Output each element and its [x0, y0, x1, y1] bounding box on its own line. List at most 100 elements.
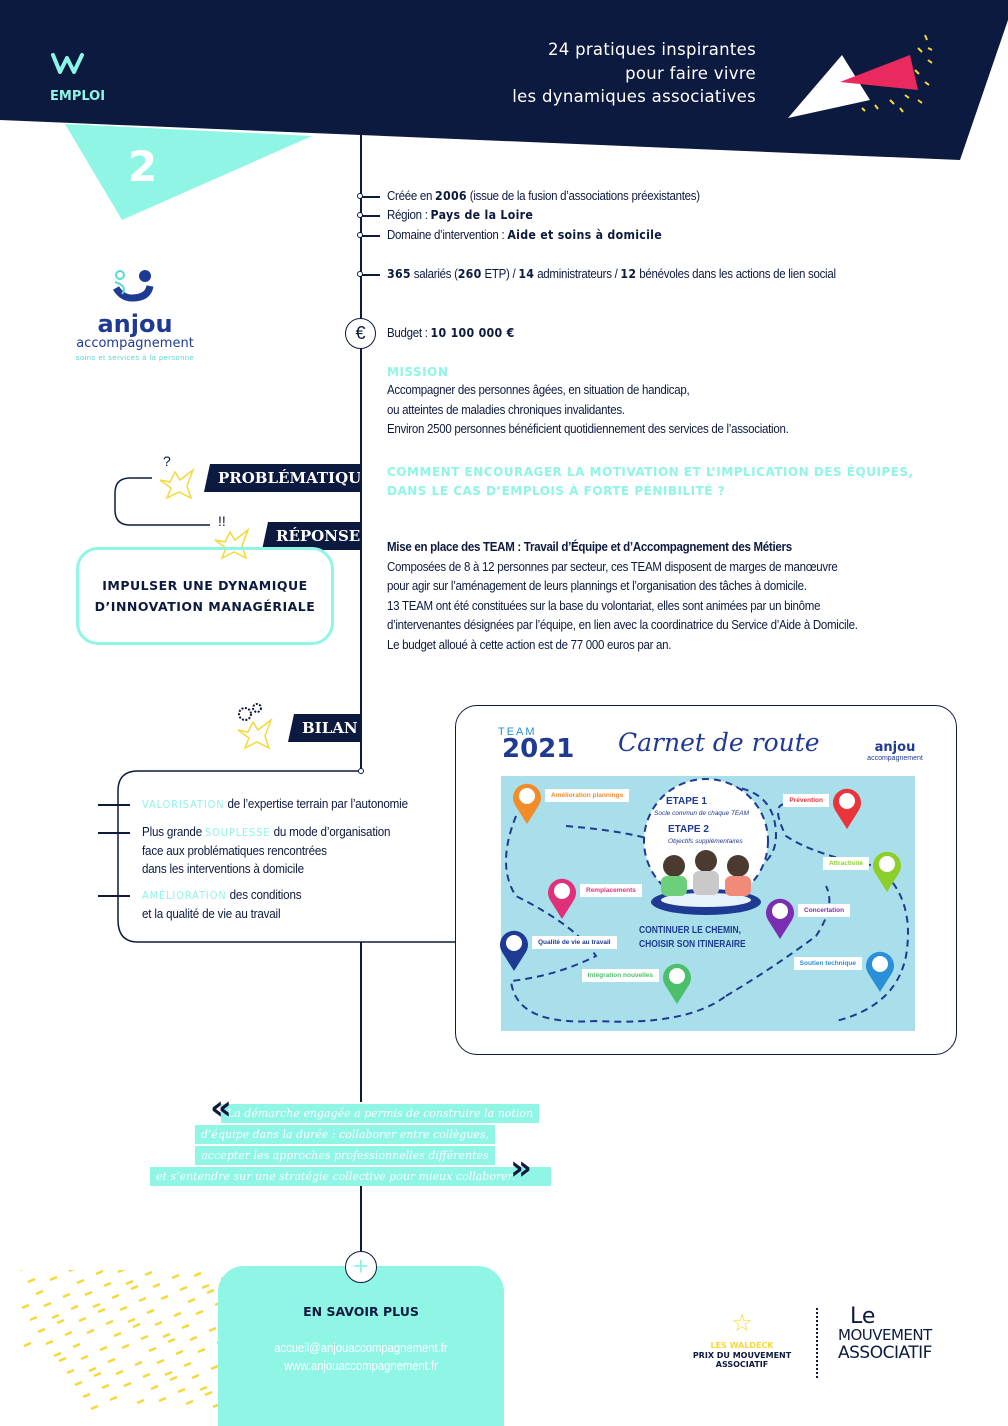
pin-label: Remplacements [580, 884, 642, 897]
roadmap-illustration: TEAM 2021 Carnet de route anjou accompag… [455, 705, 957, 1055]
bullet-dot [357, 212, 363, 218]
timeline-line [360, 135, 362, 772]
connector-bracket [114, 477, 210, 526]
bilan-tick [98, 832, 130, 834]
title-line: pour faire vivre [625, 63, 756, 83]
budget-info: Budget : 10 100 000 € [387, 326, 515, 340]
map-pin: Prévention [783, 786, 863, 835]
open-quote-icon: « [210, 1088, 232, 1128]
org-logo: anjou accompagnement soins et services à… [70, 268, 200, 362]
pin-icon [873, 851, 901, 892]
pin-label: Prévention [783, 794, 829, 807]
map-pin: Amélioration plannings [511, 781, 630, 830]
pin-icon [766, 898, 794, 939]
region-info: Région : Pays de la Loire [387, 208, 534, 222]
close-quote-icon: » [510, 1148, 532, 1188]
map-pin: Soutien technique [793, 949, 896, 998]
bilan-bracket [117, 768, 455, 943]
question-star-icon: ? [159, 453, 195, 500]
w-logo-icon [51, 53, 84, 74]
euro-icon: € [345, 318, 376, 349]
map-paths [505, 778, 909, 1023]
pin-label: Amélioration plannings [545, 789, 630, 802]
pin-label: Attractivité [823, 857, 869, 870]
plus-icon: + [345, 1251, 377, 1283]
step1-sub: Socle commun de chaque TEAM [654, 810, 750, 817]
pin-icon [833, 788, 861, 829]
bullet-tick [360, 196, 380, 198]
created-info: Créée en 2006 (issue de la fusion d’asso… [387, 189, 700, 203]
svg-text:!!: !! [218, 513, 226, 529]
bilan-tag: BILAN [288, 714, 360, 742]
practice-number: 2 [128, 142, 158, 191]
decorative-triangles [788, 34, 933, 118]
pin-icon [866, 951, 894, 992]
timeline-line [360, 1186, 362, 1252]
svg-text:?: ? [163, 453, 171, 469]
pin-label: Concertation [798, 904, 851, 917]
header-background [0, 0, 1008, 220]
roadmap-slogan: CONTINUER LE CHEMIN,CHOISIR SON ITINERAI… [639, 925, 746, 950]
anjou-logo-icon [112, 270, 154, 302]
roadmap-logo: anjou accompagnement [867, 740, 923, 762]
footer-divider [816, 1308, 818, 1378]
section-label: EMPLOI [50, 89, 106, 104]
more-heading: EN SAVOIR PLUS [303, 1304, 419, 1319]
pin-label: Soutien technique [793, 957, 862, 970]
email-link[interactable]: accueil@anjouaccompagnement.fr [274, 1341, 448, 1355]
step2-sub: Objectifs supplémentaires [668, 838, 743, 845]
pin-label: Qualité de vie au travail [532, 936, 617, 949]
bilan-item: Plus grande SOUPLESSE du mode d’organisa… [142, 825, 391, 876]
bullet-dot [357, 271, 363, 277]
staff-info: 365 salariés (260 ETP) / 14 administrate… [387, 267, 836, 281]
pin-icon [548, 878, 576, 919]
mouvement-logo: Le MOUVEMENT ASSOCIATIF [838, 1304, 932, 1363]
gears-star-icon [237, 703, 273, 750]
pin-label: Intégration nouvelles [581, 969, 659, 982]
exclamation-star-icon: !! [214, 513, 250, 560]
mission-text: Accompagner des personnes âgées, en situ… [387, 383, 789, 437]
bilan-tick [98, 804, 130, 806]
bullet-tick [360, 215, 380, 217]
pin-icon [663, 963, 691, 1004]
star-icon: ☆ [731, 1309, 753, 1337]
bullet-dot [357, 232, 363, 238]
website-link[interactable]: www.anjouaccompagnement.fr [284, 1359, 438, 1373]
bilan-tick [98, 895, 130, 897]
number-triangle [65, 124, 312, 220]
title-line: les dynamiques associatives [512, 87, 756, 106]
bilan-item: VALORISATION de l’expertise terrain par … [142, 797, 408, 811]
response-tag: RÉPONSE [262, 522, 360, 550]
bullet-tick [360, 235, 380, 237]
logo-name: anjou [97, 310, 173, 338]
more-info-box: EN SAVOIR PLUS accueil@anjouaccompagneme… [218, 1266, 504, 1426]
map-pin: Qualité de vie au travail [498, 928, 617, 977]
logo-tagline: soins et services à la personne [75, 353, 195, 362]
timeline-line [360, 942, 362, 1102]
logo-sub: accompagnement [76, 336, 194, 351]
waldeck-logo: ☆ LES WALDECK PRIX DU MOUVEMENT ASSOCIAT… [688, 1305, 796, 1370]
problem-question: COMMENT ENCOURAGER LA MOTIVATION ET L’IM… [387, 465, 914, 498]
pin-icon [513, 783, 541, 824]
pin-icon [500, 930, 528, 971]
problem-tag: PROBLÉMATIQUE [204, 464, 360, 492]
bullet-tick [360, 274, 380, 276]
testimonial-quote: La démarche engagée a permis de construi… [150, 1103, 552, 1187]
map-pin: Attractivité [823, 849, 903, 898]
mission-heading: MISSION [387, 365, 449, 379]
team-label: TEAM [498, 726, 537, 738]
map-pin: Remplacements [546, 876, 642, 925]
map-pin: Intégration nouvelles [581, 961, 693, 1010]
team-year: 2021 [502, 734, 575, 764]
bullet-dot [357, 193, 363, 199]
domain-info: Domaine d’intervention : Aide et soins à… [387, 228, 663, 242]
page-title: 24 pratiques inspirantes pour faire vivr… [512, 38, 756, 109]
roadmap-title: Carnet de route [618, 728, 820, 757]
title-line: 24 pratiques inspirantes [547, 40, 756, 59]
step2-label: ETAPE 2 [668, 824, 709, 835]
map-pin: Concertation [764, 896, 851, 945]
step1-label: ETAPE 1 [666, 796, 707, 807]
response-text: Mise en place des TEAM : Travail d’Équip… [387, 540, 858, 652]
